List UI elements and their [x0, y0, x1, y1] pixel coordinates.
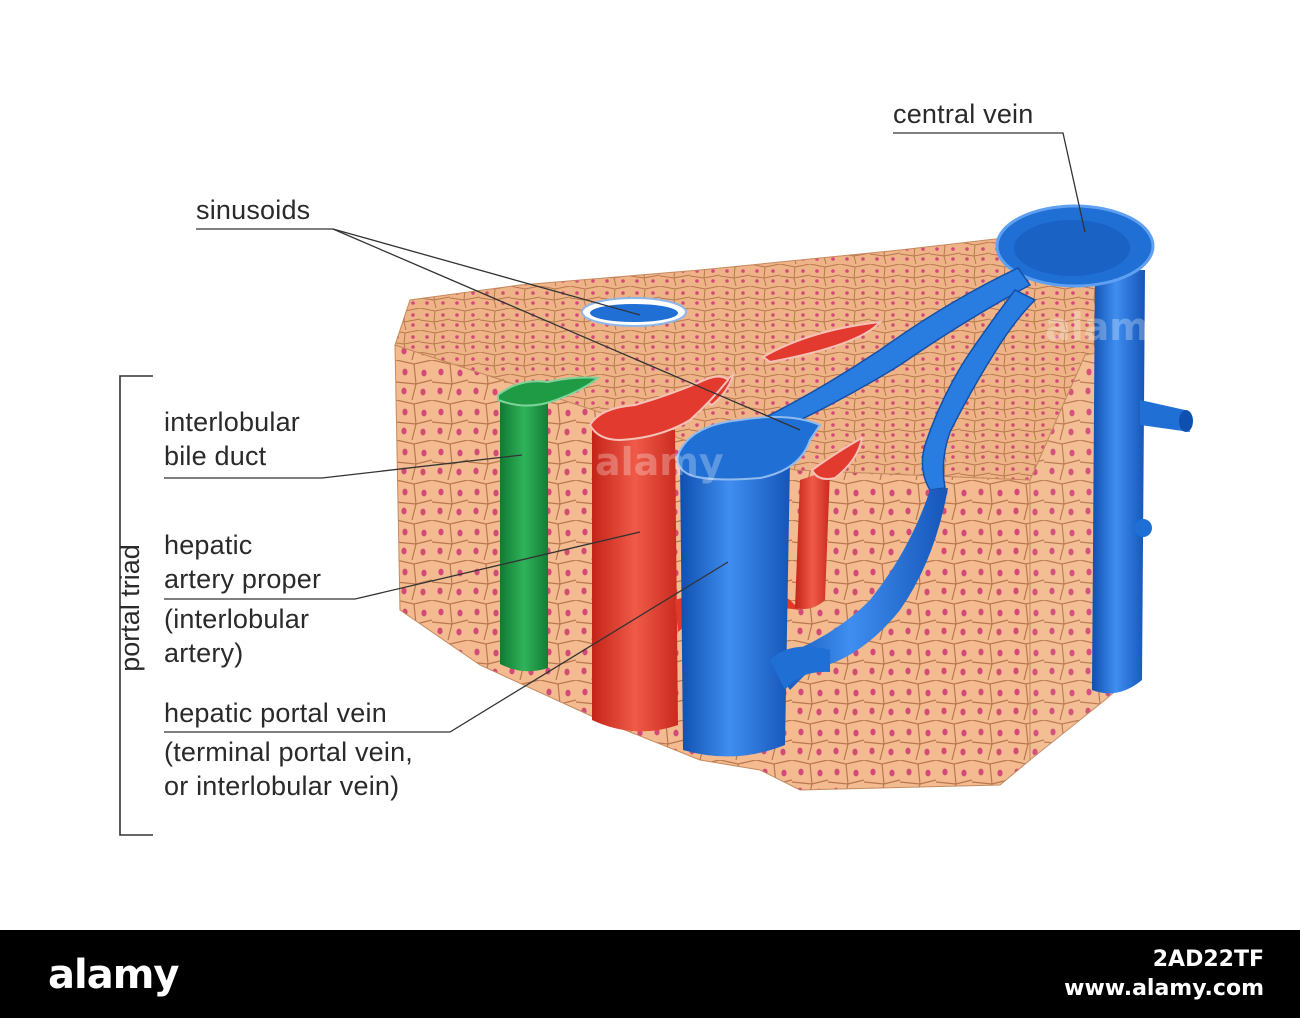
label-sinusoids: sinusoids — [196, 195, 311, 225]
bile-duct — [497, 376, 601, 672]
sinusoid-openings — [581, 297, 883, 407]
leader-hepatic-artery — [164, 531, 641, 600]
central-vein-trunk — [1092, 270, 1145, 694]
hepatic-artery — [588, 375, 864, 732]
label-portal-triad: portal triad — [115, 544, 145, 672]
label-hepatic-artery-line2: artery proper — [164, 564, 322, 594]
stock-footer-bar: alamy 2AD22TF www.alamy.com — [0, 930, 1300, 1018]
central-vein-group — [758, 204, 1193, 694]
image-id: 2AD22TF — [1152, 947, 1264, 972]
leader-lines — [164, 132, 1086, 733]
label-portal-vein-line3: or interlobular vein) — [164, 771, 400, 801]
label-bile-duct-line2: bile duct — [164, 441, 267, 471]
watermark-overlay: alamy — [595, 440, 724, 484]
leader-central-vein — [893, 132, 1086, 233]
label-bile-duct-line1: interlobular — [164, 407, 300, 437]
vein-branch-lower — [921, 289, 1037, 491]
portal-triad-bracket — [119, 375, 153, 836]
site-url: www.alamy.com — [1064, 976, 1264, 1001]
label-portal-vein-line1: hepatic portal vein — [164, 698, 387, 728]
leader-bile-duct — [164, 454, 523, 479]
illustration — [119, 132, 1193, 836]
label-central-vein: central vein — [893, 99, 1034, 129]
watermark-overlay: alamy — [1045, 305, 1174, 349]
leader-sinusoids-b — [332, 228, 801, 431]
central-vein-side-branch — [1140, 400, 1190, 432]
label-portal-vein-line2: (terminal portal vein, — [164, 737, 413, 767]
label-hepatic-artery-line3: (interlobular — [164, 604, 310, 634]
sinusoid-red — [761, 320, 883, 364]
liver-lobule-diagram: central vein sinusoids interlobular bile… — [115, 99, 1193, 836]
label-hepatic-artery-line4: artery) — [164, 638, 244, 668]
portal-vein — [676, 415, 830, 757]
leader-portal-vein — [164, 561, 729, 733]
label-hepatic-artery-line1: hepatic — [164, 530, 253, 560]
alamy-logo: alamy — [48, 952, 179, 998]
